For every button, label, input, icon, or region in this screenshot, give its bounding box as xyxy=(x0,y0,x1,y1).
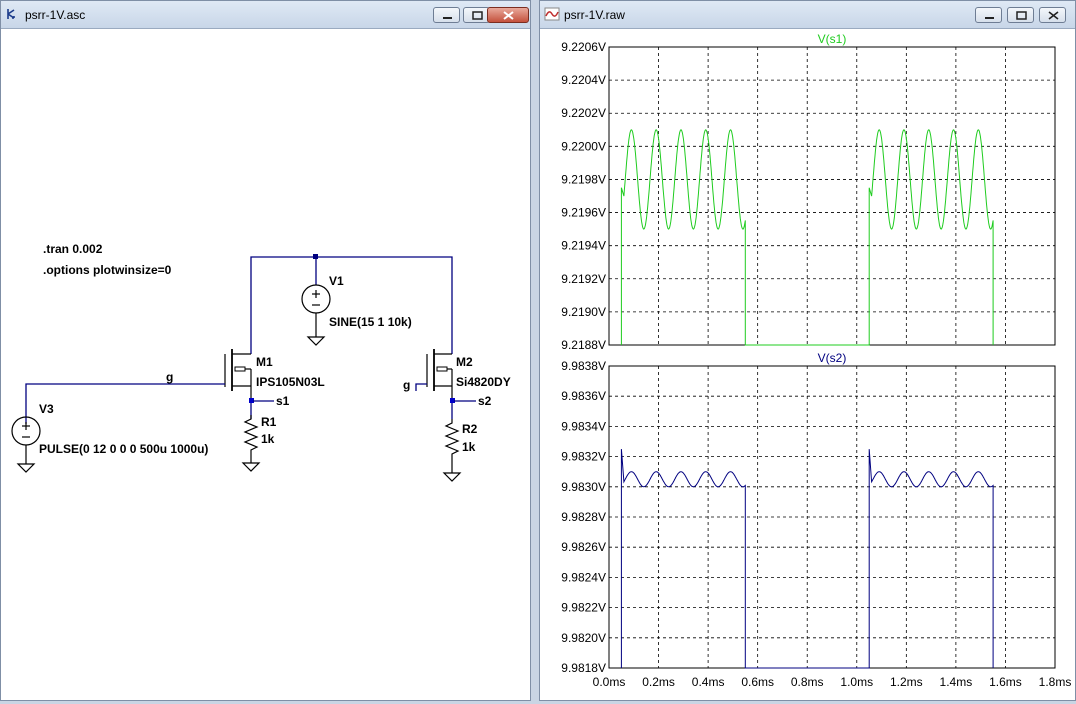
m1-name: M1 xyxy=(256,355,273,369)
spice-directive-options[interactable]: .options plotwinsize=0 xyxy=(43,263,172,277)
supply-wire xyxy=(250,256,453,354)
x-tick-label: 0.6ms xyxy=(741,675,774,689)
gate-wire-m2 xyxy=(415,383,427,391)
waveform-window: psrr-1V.raw 9.2206V 9.2204V 9.2202V 9.2200V… xyxy=(539,0,1076,701)
v1-value[interactable]: SINE(15 1 10k) xyxy=(329,315,412,329)
r1-value[interactable]: 1k xyxy=(261,432,275,446)
y-tick-label: 9.9834V xyxy=(561,419,606,433)
plot-pane-2[interactable]: 9.9838V 9.9836V 9.9834V 9.9832V 9.9830V 9.982… xyxy=(561,351,1071,689)
trace-title[interactable]: V(s1) xyxy=(818,32,847,46)
net-label-g-m1[interactable]: g xyxy=(166,370,173,384)
maximize-icon xyxy=(472,11,483,20)
y-tick-label: 9.2200V xyxy=(561,139,606,153)
r2-name: R2 xyxy=(462,422,478,436)
ground-icon xyxy=(16,463,36,473)
y-tick-label: 9.9828V xyxy=(561,510,606,524)
y-tick-label: 9.2196V xyxy=(561,206,606,220)
v3-name: V3 xyxy=(39,402,54,416)
schematic-window: psrr-1V.asc .tran 0.002 .options plotwin… xyxy=(0,0,531,701)
schematic-titlebar[interactable]: psrr-1V.asc xyxy=(1,1,530,29)
close-icon xyxy=(503,11,514,20)
trace-title[interactable]: V(s2) xyxy=(818,351,847,365)
m1-model[interactable]: IPS105N03L xyxy=(256,375,325,389)
plot-frame xyxy=(608,46,1056,346)
schematic-drawing: .tran 0.002 .options plotwinsize=0 V1 SI… xyxy=(11,242,511,482)
schematic-canvas[interactable]: .tran 0.002 .options plotwinsize=0 V1 SI… xyxy=(6,29,527,699)
y-tick-label: 9.9830V xyxy=(561,480,606,494)
y-tick-label: 9.2188V xyxy=(561,338,606,352)
y-tick-label: 9.2198V xyxy=(561,172,606,186)
ltspice-schematic-icon xyxy=(7,9,15,19)
close-button[interactable] xyxy=(487,7,529,23)
net-label-g-m2[interactable]: g xyxy=(403,378,410,392)
net-label-s1[interactable]: s1 xyxy=(276,394,290,408)
schematic-window-title: psrr-1V.asc xyxy=(25,8,86,22)
ground-icon xyxy=(442,472,462,482)
junction-dot xyxy=(313,254,318,259)
x-tick-label: 1.0ms xyxy=(840,675,873,689)
y-tick-label: 9.9838V xyxy=(561,359,606,373)
minimize-button[interactable] xyxy=(975,7,1002,23)
v3-voltage-source[interactable] xyxy=(11,416,41,473)
gate-wire-m1 xyxy=(25,383,225,424)
spice-directive-tran[interactable]: .tran 0.002 xyxy=(43,242,103,256)
y-tick-label: 9.2194V xyxy=(561,239,606,253)
trace-line xyxy=(620,129,994,346)
x-tick-label: 1.2ms xyxy=(890,675,923,689)
net-label-s2[interactable]: s2 xyxy=(478,394,492,408)
m2-name: M2 xyxy=(456,355,473,369)
v1-voltage-source[interactable] xyxy=(301,284,331,346)
y-tick-label: 9.9826V xyxy=(561,540,606,554)
close-icon xyxy=(1048,11,1059,20)
x-tick-label: 1.4ms xyxy=(940,675,973,689)
close-button[interactable] xyxy=(1039,7,1066,23)
minimize-button[interactable] xyxy=(433,7,460,23)
v1-name: V1 xyxy=(329,274,344,288)
minimize-icon xyxy=(985,17,994,19)
plot-canvas[interactable]: 9.2206V 9.2204V 9.2202V 9.2200V 9.2198V 9.219… xyxy=(545,29,1071,699)
r1-resistor[interactable] xyxy=(241,415,261,472)
s2-junction xyxy=(450,398,455,403)
waveform-titlebar[interactable]: psrr-1V.raw xyxy=(540,1,1075,29)
s1-junction xyxy=(249,398,254,403)
y-tick-label: 9.9818V xyxy=(561,661,606,675)
x-tick-label: 1.8ms xyxy=(1039,675,1071,689)
minimize-icon xyxy=(443,17,452,19)
x-tick-label: 0.8ms xyxy=(791,675,824,689)
y-tick-label: 9.2202V xyxy=(561,106,606,120)
r2-value[interactable]: 1k xyxy=(462,440,476,454)
y-tick-label: 9.2192V xyxy=(561,272,606,286)
waveform-window-title: psrr-1V.raw xyxy=(564,8,625,22)
y-tick-label: 9.9824V xyxy=(561,570,606,584)
r2-resistor[interactable] xyxy=(442,419,462,482)
x-tick-label: 0.2ms xyxy=(642,675,675,689)
r1-name: R1 xyxy=(261,415,277,429)
m2-model[interactable]: Si4820DY xyxy=(456,375,511,389)
y-tick-label: 9.9832V xyxy=(561,450,606,464)
m1-mosfet[interactable] xyxy=(224,349,252,400)
y-tick-label: 9.9836V xyxy=(561,389,606,403)
y-tick-label: 9.2204V xyxy=(561,73,606,87)
plot-pane-1[interactable]: 9.2206V 9.2204V 9.2202V 9.2200V 9.2198V 9.219… xyxy=(561,32,1056,352)
maximize-icon xyxy=(1016,11,1027,20)
y-tick-label: 9.9822V xyxy=(561,601,606,615)
y-tick-label: 9.2206V xyxy=(561,40,606,54)
ground-icon xyxy=(241,462,261,472)
x-tick-label: 1.6ms xyxy=(989,675,1022,689)
waveform-icon xyxy=(544,7,560,21)
maximize-button[interactable] xyxy=(463,7,490,23)
x-tick-label: 0.0ms xyxy=(593,675,626,689)
y-tick-label: 9.2190V xyxy=(561,305,606,319)
plot-svg: 9.2206V 9.2204V 9.2202V 9.2200V 9.2198V 9.219… xyxy=(561,32,1071,689)
m2-mosfet[interactable] xyxy=(426,349,453,400)
v3-value[interactable]: PULSE(0 12 0 0 0 500u 1000u) xyxy=(39,442,208,456)
trace-line xyxy=(620,449,994,669)
maximize-button[interactable] xyxy=(1007,7,1034,23)
ground-icon xyxy=(306,336,326,346)
y-tick-label: 9.9820V xyxy=(561,631,606,645)
x-tick-label: 0.4ms xyxy=(692,675,725,689)
